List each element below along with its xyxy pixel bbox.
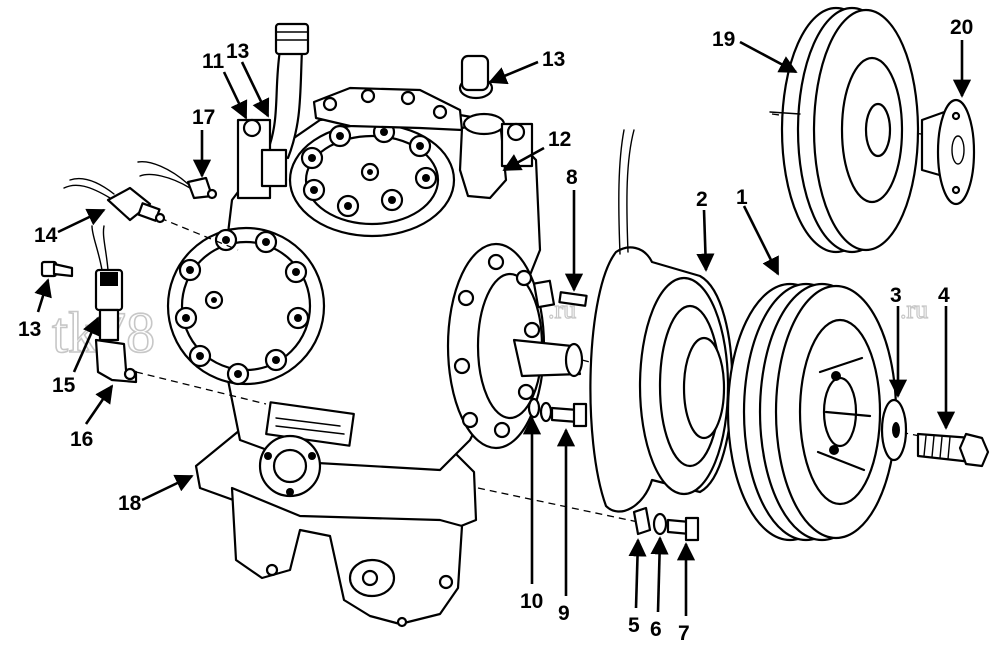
nameplate-line-2: [275, 425, 345, 435]
clutch-field-coil: [589, 129, 734, 513]
callout-18: 18: [118, 492, 142, 515]
cylinder-head-top-bolts: [300, 120, 438, 218]
callout-6: 6: [650, 618, 662, 641]
callout-16: 16: [70, 428, 93, 451]
leader-14: [57, 208, 106, 234]
leader-13b: [488, 60, 539, 85]
compressor-assembly: [166, 22, 584, 628]
discharge-valve-bolt: [506, 122, 526, 142]
nameplate-line-1: [275, 417, 341, 427]
callout-9: 9: [558, 602, 570, 625]
callout-3: 3: [890, 284, 902, 307]
plug-13-left: [40, 260, 74, 278]
hub-adapter-flange: [936, 98, 976, 206]
pulley-washer-hole: [892, 422, 900, 438]
callout-13c: 13: [18, 318, 41, 341]
callout-7: 7: [678, 622, 690, 645]
clutch-armature: [798, 318, 882, 506]
bracket-clip: [632, 506, 652, 536]
bracket-bolt-head: [684, 516, 700, 542]
hub-adapter-20: [920, 98, 976, 206]
seal-cover-bolts: [453, 253, 541, 439]
leader-2: [696, 209, 715, 272]
watermark-suffix-right: .ru: [900, 295, 928, 324]
cylinder-head-left-bolts: [174, 228, 310, 386]
callout-5: 5: [628, 614, 640, 637]
clutch-coil-bracket: [532, 279, 556, 309]
drain-plug: [361, 569, 379, 587]
callout-13a: 13: [226, 40, 249, 63]
callout-10: 10: [520, 590, 543, 613]
crankshaft-end: [512, 338, 582, 378]
callout-8: 8: [566, 166, 578, 189]
discharge-fitting-cap: [460, 54, 490, 92]
callout-1: 1: [736, 186, 748, 209]
leader-1: [742, 205, 780, 276]
callout-19: 19: [712, 28, 735, 51]
suction-line-tube: [266, 48, 304, 160]
leader-13a: [240, 61, 270, 118]
clutch-pulley-assembly: [726, 282, 898, 542]
cylinder-head-left: [166, 226, 326, 386]
callout-13b: 13: [542, 48, 565, 71]
sensor-15: [91, 225, 124, 342]
leader-12: [502, 146, 545, 172]
drive-pulley-web: [840, 56, 904, 204]
foot-bolt-bottom: [396, 616, 408, 628]
leader-6: [650, 536, 669, 613]
leader-11: [222, 71, 248, 120]
callout-12: 12: [548, 128, 571, 151]
clutch-drive-springs: [816, 356, 872, 472]
suction-line-fitting: [274, 22, 310, 56]
suction-valve-bolt: [242, 118, 262, 138]
callout-15: 15: [52, 374, 76, 397]
callout-14: 14: [34, 224, 58, 247]
suction-valve-cap: [260, 148, 288, 188]
pulley-bolt: [916, 432, 990, 468]
coil-mounting-bolt: [527, 397, 588, 428]
discharge-fitting: [462, 112, 506, 136]
sight-glass-bolt-3: [286, 488, 294, 496]
callout-4: 4: [938, 284, 950, 307]
elbow-fitting-16: [94, 338, 138, 384]
nameplate: [265, 401, 355, 447]
callout-11: 11: [202, 50, 225, 73]
bracket-hardware: [632, 506, 700, 542]
pressure-switch-14: [63, 177, 166, 224]
coil-lock-washer: [527, 397, 541, 419]
callout-20: 20: [950, 16, 973, 39]
callout-labels: 1 2 3 4 5 6 7 8 9 10 11 12 13 13 13 14 1…: [18, 16, 973, 645]
callout-2: 2: [696, 188, 708, 211]
temperature-sensor-17: [137, 161, 218, 200]
sight-glass-lens: [272, 448, 308, 484]
leader-arrows: [34, 40, 972, 616]
boss-bolt: [438, 574, 454, 590]
drive-pulley-19: [769, 6, 920, 254]
sensor-15-cap: [100, 272, 118, 286]
callout-17: 17: [192, 106, 215, 129]
leader-19: [739, 40, 798, 74]
bracket-washer: [652, 512, 668, 536]
crankshaft-tip: [564, 342, 584, 378]
clutch-coil-wires: [626, 129, 635, 253]
shaft-key: [558, 291, 588, 307]
coil-flat-washer: [539, 401, 553, 423]
leader-16: [84, 384, 114, 425]
coil-bolt-head: [572, 402, 588, 428]
leader-15: [72, 316, 100, 373]
sight-glass-bolt-1: [264, 452, 272, 460]
leader-5: [628, 538, 647, 609]
sight-glass-bolt-2: [308, 452, 316, 460]
clutch-coil-bore: [682, 336, 726, 440]
drive-pulley-hub: [864, 102, 892, 158]
leader-13c: [34, 278, 52, 313]
cylinder-head-top-ring: [304, 134, 440, 226]
leader-18: [141, 474, 194, 502]
foot-bolt-left: [265, 563, 279, 577]
